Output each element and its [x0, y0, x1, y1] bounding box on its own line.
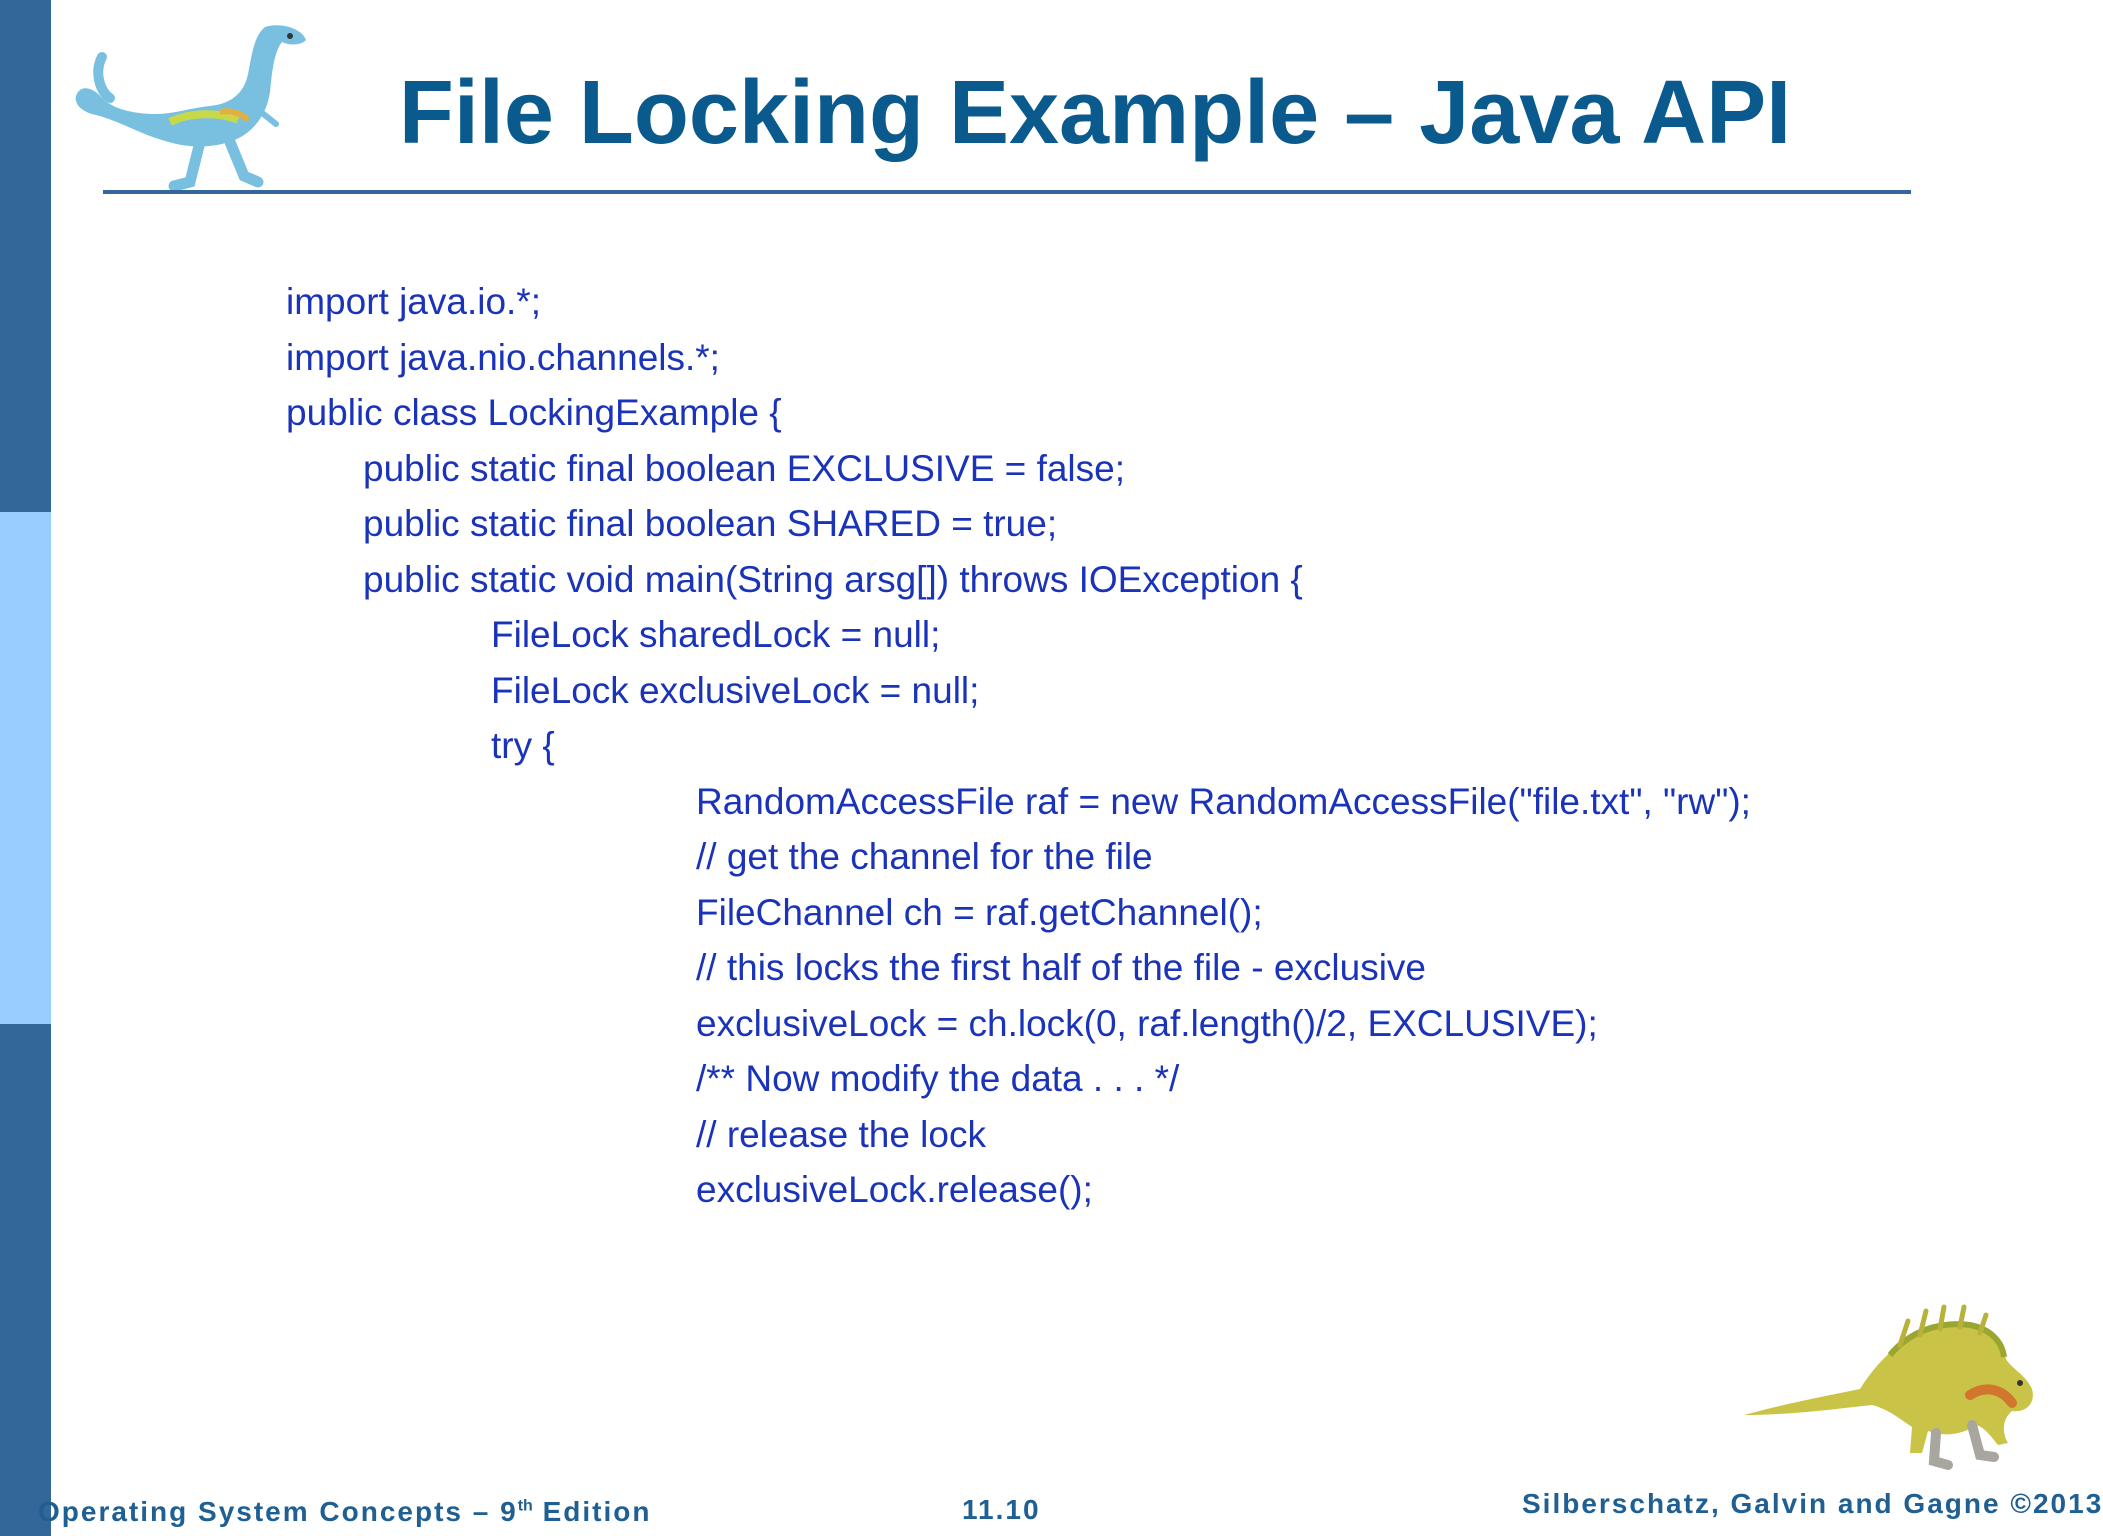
code-line: /** Now modify the data . . . */ [696, 1058, 1180, 1099]
footer-edition-sup: th [517, 1497, 533, 1515]
code-line: public static final boolean EXCLUSIVE = … [363, 448, 1126, 489]
code-line: RandomAccessFile raf = new RandomAccessF… [696, 781, 1751, 822]
slide-title: File Locking Example – Java API [398, 63, 1792, 163]
code-line: import java.io.*; [286, 281, 541, 322]
code-line: public static void main(String arsg[]) t… [363, 559, 1303, 600]
dinosaur-icon [1744, 1304, 2033, 1470]
code-line: // release the lock [696, 1114, 986, 1155]
code-line: // get the channel for the file [696, 836, 1153, 877]
dinosaur-icon [75, 25, 306, 192]
footer-book: Operating System Concepts – 9 [38, 1496, 518, 1527]
code-line: FileLock exclusiveLock = null; [491, 670, 980, 711]
title-divider [103, 190, 1911, 194]
code-line: public static final boolean SHARED = tru… [363, 503, 1058, 544]
sidebar-band-top [0, 0, 51, 512]
footer-book-title: Operating System Concepts – 9th Edition [38, 1496, 651, 1528]
code-line: FileChannel ch = raf.getChannel(); [696, 892, 1263, 933]
code-line: try { [491, 725, 555, 766]
page-number: 11.10 [962, 1494, 1041, 1525]
sidebar-band-middle [0, 512, 51, 1024]
code-line: import java.nio.channels.*; [286, 337, 720, 378]
code-line: exclusiveLock = ch.lock(0, raf.length()/… [696, 1003, 1598, 1044]
sidebar-band-bottom [0, 1024, 51, 1536]
footer-edition-word: Edition [532, 1496, 652, 1527]
code-line: FileLock sharedLock = null; [491, 614, 941, 655]
footer-authors: Silberschatz, Galvin and Gagne ©2013 [1522, 1488, 2103, 1519]
code-line: public class LockingExample { [286, 392, 782, 433]
code-line: exclusiveLock.release(); [696, 1169, 1093, 1210]
code-line: // this locks the first half of the file… [696, 947, 1427, 988]
